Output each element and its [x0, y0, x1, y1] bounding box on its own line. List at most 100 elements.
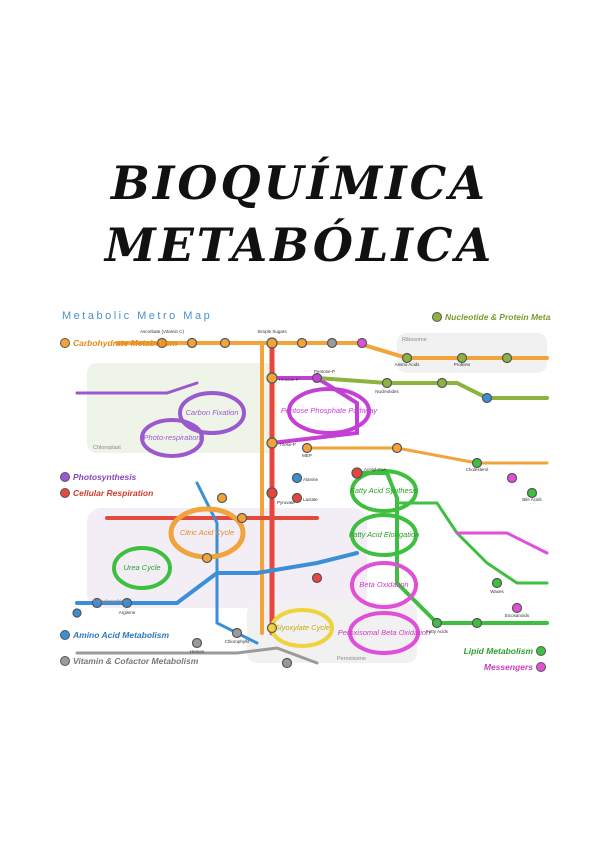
photosynthesis-line — [75, 381, 199, 395]
label-hexose-p: Hexose-P — [279, 377, 299, 382]
label-proteins: Proteins — [454, 362, 471, 367]
label-beta-oxidation: Beta Oxidation — [359, 580, 408, 589]
nucleotide-line — [315, 376, 549, 400]
station-pufa — [471, 617, 483, 629]
label-nucleotides: Nucleotides — [375, 389, 399, 394]
station-various-vitamins — [326, 337, 338, 349]
station-inositol — [296, 337, 308, 349]
station-terpenoid — [391, 442, 403, 454]
station-pyruvate — [266, 487, 278, 499]
label-fatty-acid-synthesis: Fatty Acid Synthesis — [350, 486, 418, 495]
label-pyruvate: Pyruvate — [277, 500, 295, 505]
label-chloroplast: Chloroplast — [93, 445, 121, 451]
legend-dot-nucleotide — [432, 312, 442, 322]
label-amino-acids: Amino Acids — [395, 362, 421, 367]
station-bile-acids — [526, 487, 538, 499]
label-urea-cycle: Urea Cycle — [123, 563, 160, 572]
label-arginine: Arginine — [119, 610, 136, 615]
amino-line — [75, 551, 359, 605]
pentose-phosphate-cycle — [287, 387, 371, 435]
vitamin-line — [75, 646, 319, 665]
label-eicosanoids: Eicosanoids — [505, 613, 530, 618]
station-cholesterol — [471, 457, 483, 469]
legend-dot-lipid — [536, 646, 546, 656]
mitochondrion-region — [87, 508, 367, 608]
station-nucleotides — [381, 377, 393, 389]
legend-dot-amino — [60, 630, 70, 640]
label-citric-acid: Citric Acid Cycle — [180, 528, 234, 537]
station-steroids — [506, 472, 518, 484]
label-acetyl-coa: Acetyl-CoA — [364, 467, 387, 472]
label-triose-p: Triose-P — [279, 442, 296, 447]
label-bile-acids: Bile Acids — [522, 497, 542, 502]
legend-photosynthesis: Photosynthesis — [73, 472, 137, 482]
photorespiration-cycle — [140, 418, 204, 458]
beta-oxidation-cycle — [350, 561, 418, 609]
peroxisomal-beta-cycle — [348, 611, 420, 655]
station-eicosanoids — [511, 602, 523, 614]
station-acetyl-coa — [351, 467, 363, 479]
label-peroxisome: Peroxisome — [337, 656, 366, 662]
label-photorespiration: Photo-respiration — [143, 433, 200, 442]
station-glyoxylate — [266, 622, 278, 634]
pentose-line — [270, 376, 359, 445]
station-amino-acids — [401, 352, 413, 364]
label-chlorophylls: Chlorophylls — [225, 639, 251, 644]
label-alanine: Alanine — [303, 477, 319, 482]
station-succinyl-coa — [201, 552, 213, 564]
fatty-acid-synthesis-cycle — [350, 469, 418, 513]
label-peroxisomal-beta: Peroxisomal Beta Oxidation — [338, 628, 431, 637]
station-simple-sugars — [266, 337, 278, 349]
legend-vitamin-cofactor: Vitamin & Cofactor Metabolism — [73, 656, 199, 666]
label-waxes: Waxes — [490, 589, 504, 594]
station-sugars-glycans — [219, 337, 231, 349]
legend-dot-vitamin — [60, 656, 70, 666]
legend-amino-acid: Amino Acid Metabolism — [72, 630, 169, 640]
station-pentose-p — [311, 372, 323, 384]
label-cholesterol: Cholesterol — [466, 467, 489, 472]
legend-dot-carbohydrate — [60, 338, 70, 348]
carbon-fixation-cycle — [178, 391, 246, 435]
urea-cycle — [112, 546, 172, 590]
station-cobalamins — [281, 657, 293, 669]
label-lactate: Lactate — [303, 497, 318, 502]
messenger-line — [455, 531, 549, 555]
label-pentose-phosphate: Pentose Phosphate Pathway — [281, 406, 379, 415]
page-title-line1: BIOQUÍMICA — [111, 156, 488, 210]
legend-lipid: Lipid Metabolism — [464, 646, 534, 656]
station-aromatic — [481, 392, 493, 404]
label-fatty-acid-elongation: Fatty Acid Elongation — [349, 530, 420, 539]
station-sugar-acids — [186, 337, 198, 349]
label-glyoxylate: Glyoxylate Cycle — [274, 623, 330, 632]
map-heading: Metabolic Metro Map — [62, 310, 212, 322]
lipid-line-2 — [395, 501, 549, 585]
label-ribosome: Ribosome — [402, 337, 427, 343]
ribosome-region — [397, 333, 547, 373]
station-hemes — [191, 637, 203, 649]
station-oxaloacetate — [216, 492, 228, 504]
fatty-acid-elongation-cycle — [350, 513, 418, 557]
legend-carbohydrate: Carbohydrate Metabolism — [73, 338, 178, 348]
legend-dot-messengers — [536, 662, 546, 672]
station-chlorophylls — [231, 627, 243, 639]
metabolic-metro-map: Metabolic Metro Map Carbohydrate Metabol… — [57, 303, 551, 683]
label-simple-sugars: Simple Sugars — [257, 329, 287, 334]
station-fatty-acids — [431, 617, 443, 629]
station-hexose-p — [266, 372, 278, 384]
terpenoid-line — [305, 446, 549, 465]
legend-cellular-respiration: Cellular Respiration — [73, 488, 153, 498]
legend-nucleotide-protein: Nucleotide & Protein Metabolism — [445, 312, 551, 322]
station-citrate — [236, 512, 248, 524]
station-proteins — [456, 352, 468, 364]
legend-dot-photosynthesis — [60, 472, 70, 482]
station-ketone-bodies — [311, 572, 323, 584]
label-mep: MEP — [302, 453, 312, 458]
station-arginine — [121, 597, 133, 609]
station-urea — [72, 608, 82, 618]
station-neurotransmitters — [356, 337, 368, 349]
legend-messengers: Messengers — [484, 662, 533, 672]
label-mitochondrion: Mitochondrion — [93, 599, 128, 605]
legend-dot-respiration — [60, 488, 70, 498]
station-waxes — [491, 577, 503, 589]
station-alanine — [291, 472, 303, 484]
